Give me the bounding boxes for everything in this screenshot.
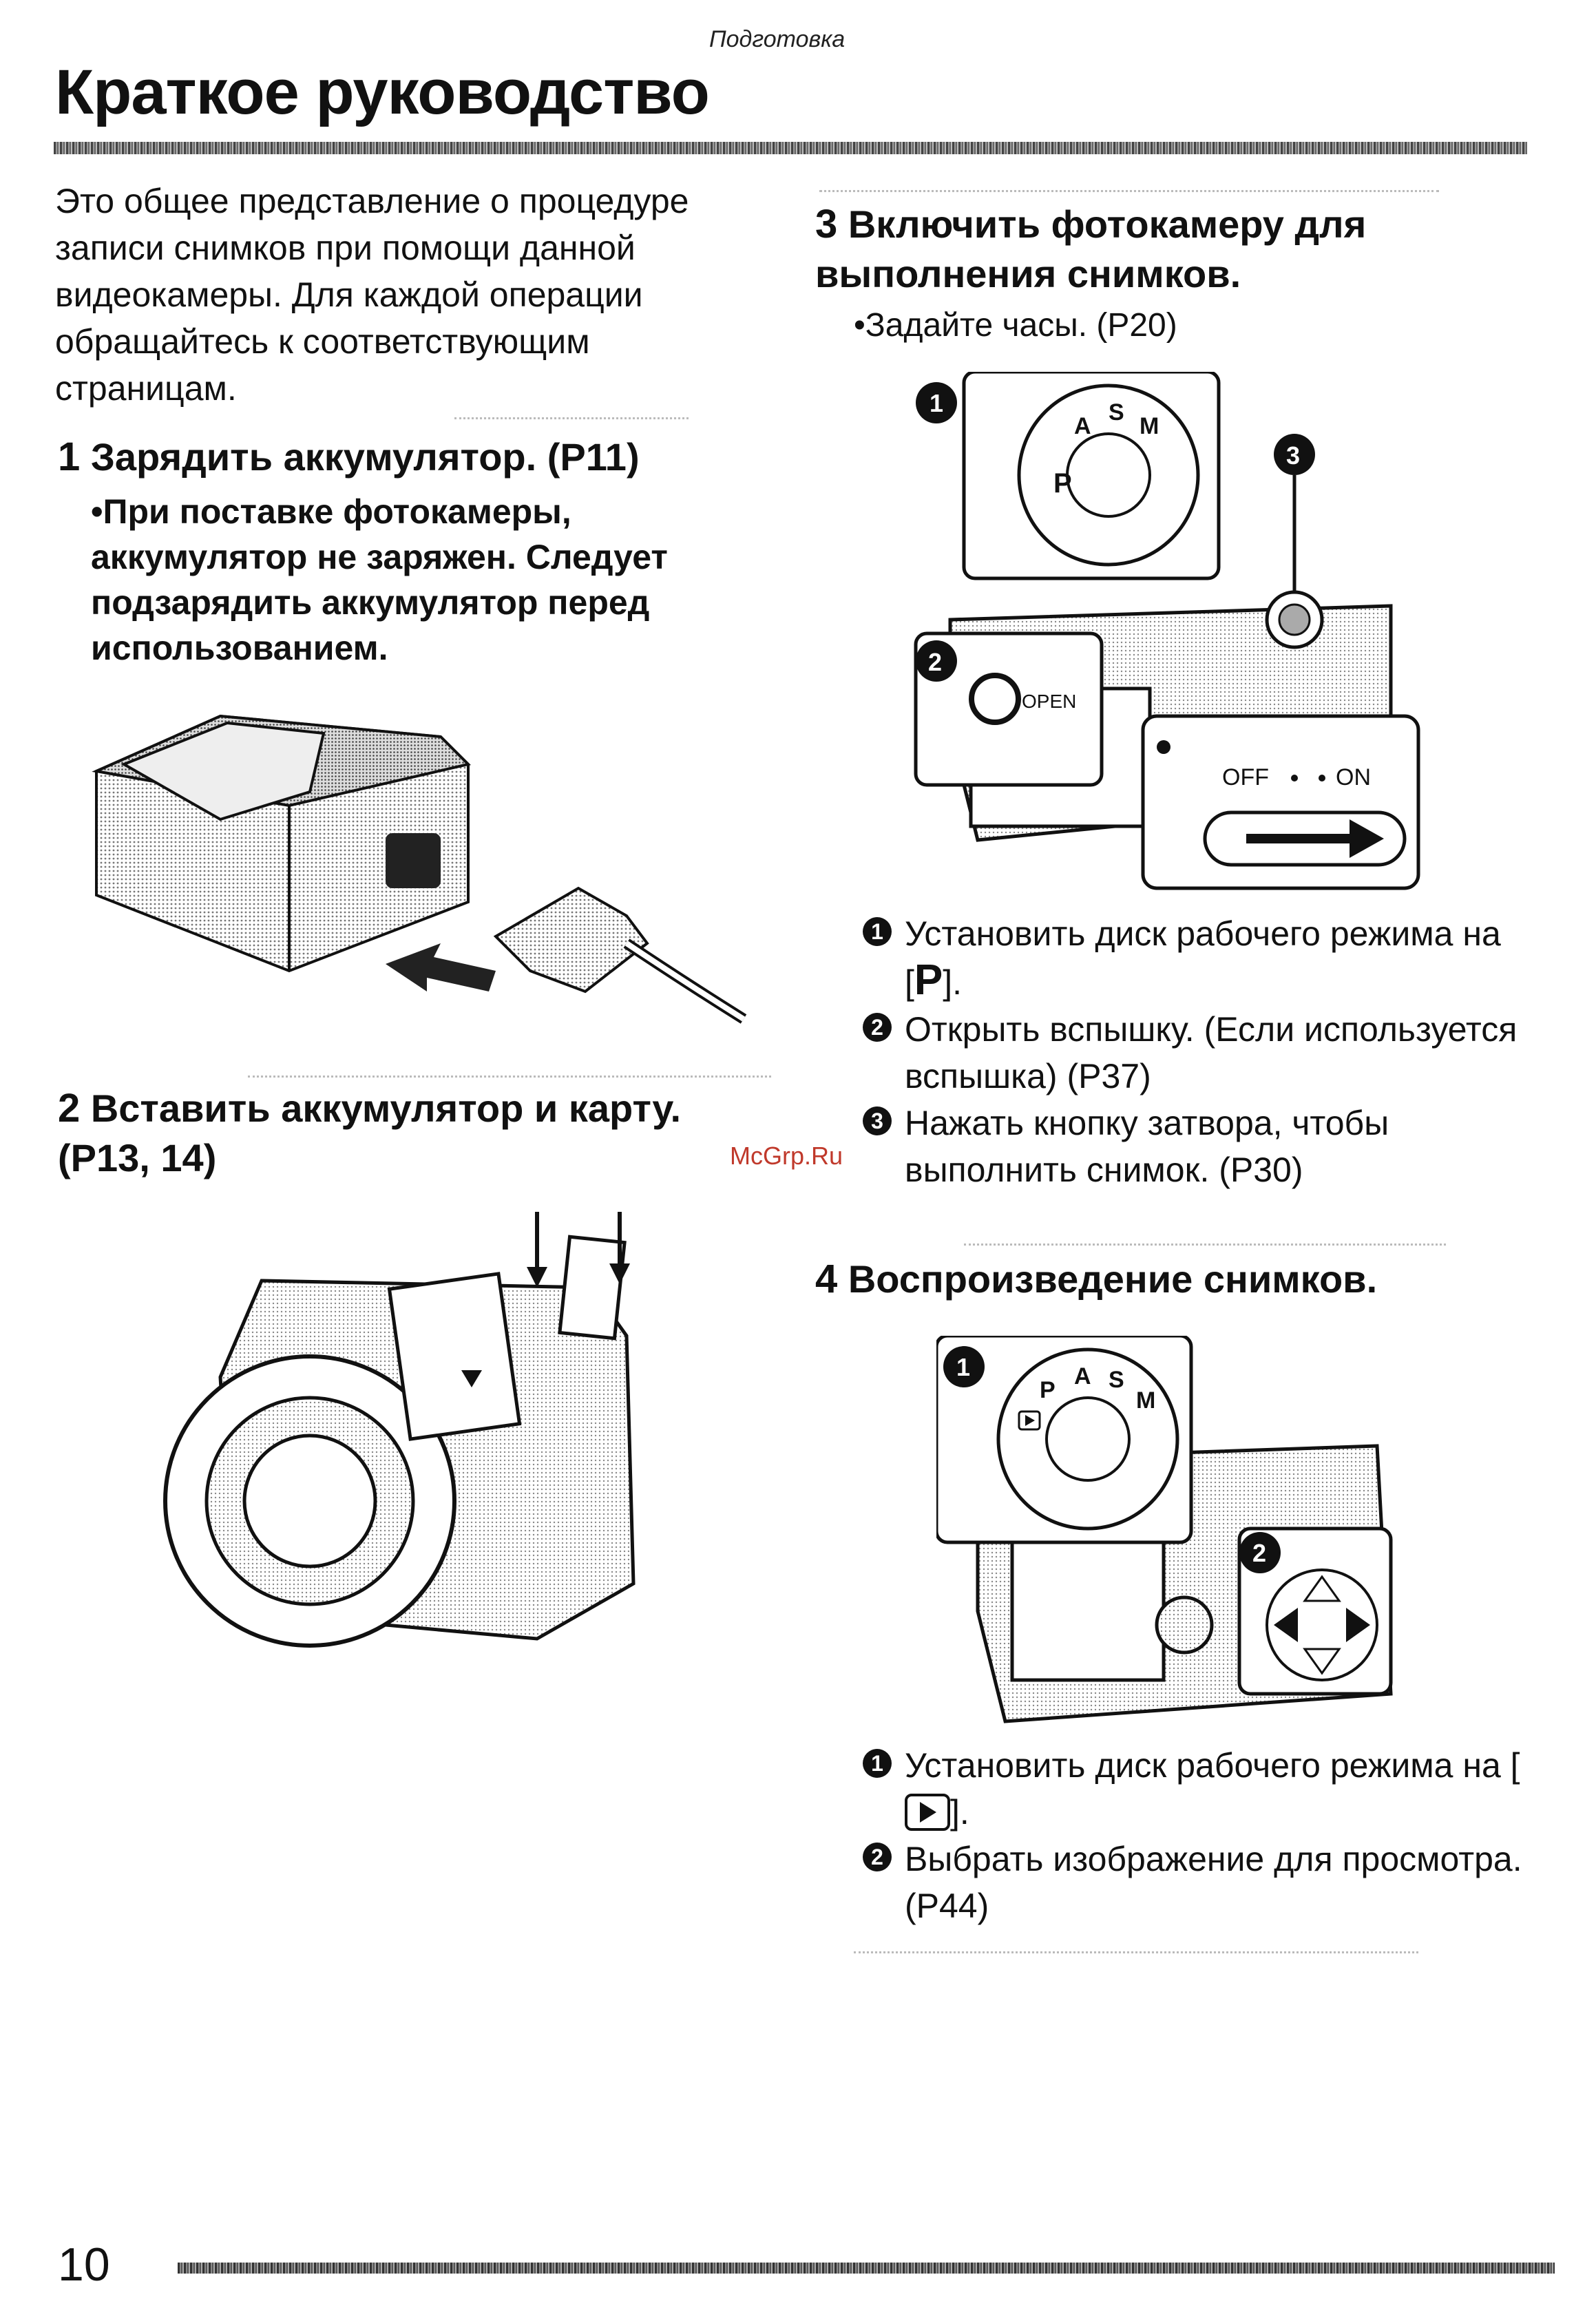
list-item-text: Открыть вспышку. (Если используется вспы…	[905, 1010, 1518, 1095]
step-1-note: •При поставке фотокамеры, аккумулятор не…	[91, 492, 668, 667]
svg-text:A: A	[1074, 413, 1091, 439]
step-number: 3	[815, 202, 838, 246]
number-marker: 2	[863, 1013, 892, 1042]
charger-illustration	[92, 714, 747, 1024]
number-marker: 1	[863, 917, 892, 946]
off-label: OFF	[1222, 764, 1269, 790]
cross-key-icon	[1266, 1568, 1378, 1681]
step-3-list: 1 Установить диск рабочего режима на [P]…	[850, 910, 1538, 1193]
divider	[854, 1951, 1418, 1956]
intro-paragraph: Это общее представление о процедуре запи…	[55, 182, 689, 408]
socket-icon	[386, 833, 441, 888]
footer-rule	[178, 2263, 1555, 2274]
page-number: 10	[58, 2238, 110, 2291]
svg-text:1: 1	[956, 1353, 970, 1381]
divider	[248, 1075, 771, 1080]
step-title: Вставить аккумулятор и карту. (P13, 14)	[58, 1087, 682, 1179]
list-item-text: Нажать кнопку затвора, чтобы выполнить с…	[905, 1104, 1389, 1189]
svg-text:S: S	[1109, 399, 1124, 426]
step-3-note: •Задайте часы. (P20)	[854, 307, 1177, 344]
mode-p-symbol: P	[914, 956, 943, 1004]
list-item: 1 Установить диск рабочего режима на [P]…	[850, 910, 1538, 1006]
number-marker: 1	[863, 1749, 892, 1778]
step-4-list: 1 Установить диск рабочего режима на [].…	[850, 1742, 1538, 1929]
card-icon	[558, 1235, 627, 1341]
step-number: 1	[58, 434, 81, 479]
step-title: Воспроизведение снимков.	[848, 1257, 1378, 1301]
list-item-text: Установить диск рабочего режима на [	[905, 1746, 1520, 1785]
number-marker: 3	[863, 1106, 892, 1135]
list-item-text: ].	[950, 1793, 969, 1832]
page-title: Краткое руководство	[55, 57, 710, 127]
step-4-heading: 4 Воспроизведение снимков.	[815, 1255, 1545, 1304]
list-item-text: ].	[943, 963, 963, 1002]
playback-mode-icon	[905, 1793, 950, 1831]
step-title: Включить фотокамеру для выполнения снимк…	[815, 202, 1367, 295]
arrow-icon	[386, 943, 496, 991]
divider	[964, 1244, 1446, 1248]
watermark: McGrp.Ru	[730, 1142, 843, 1170]
on-label: ON	[1336, 764, 1371, 790]
plug-icon	[493, 886, 649, 994]
list-item-text: Установить диск рабочего режима на [	[905, 914, 1501, 1002]
battery-icon	[387, 1272, 522, 1441]
svg-text:S: S	[1109, 1367, 1124, 1393]
divider	[819, 190, 1439, 195]
svg-text:1: 1	[930, 389, 943, 417]
svg-text:2: 2	[1252, 1539, 1266, 1567]
list-item: 1 Установить диск рабочего режима на [].	[850, 1742, 1538, 1836]
step-number: 2	[58, 1086, 81, 1131]
open-label: OPEN	[1022, 691, 1076, 712]
camera-power-illustration: P A S M 1 3 2 OPEN OFF ON	[914, 372, 1420, 890]
svg-text:P: P	[1040, 1377, 1056, 1403]
step-number: 4	[815, 1257, 838, 1301]
step-1-heading: 1 Зарядить аккумулятор. (P11)	[58, 432, 746, 482]
camera-playback-illustration: P A S M 1 2	[936, 1336, 1393, 1723]
section-label: Подготовка	[709, 26, 846, 52]
svg-text:M: M	[1136, 1387, 1155, 1414]
svg-text:3: 3	[1286, 441, 1300, 470]
list-item: 2 Открыть вспышку. (Если используется вс…	[850, 1006, 1538, 1100]
list-item: 2 Выбрать изображение для просмотра. (P4…	[850, 1836, 1538, 1929]
svg-text:A: A	[1074, 1363, 1091, 1389]
step-2-heading: 2 Вставить аккумулятор и карту. (P13, 14…	[58, 1084, 774, 1183]
svg-text:P: P	[1053, 468, 1072, 499]
battery-card-illustration	[163, 1212, 636, 1648]
svg-text:M: M	[1140, 413, 1159, 439]
list-item: 3 Нажать кнопку затвора, чтобы выполнить…	[850, 1100, 1538, 1193]
step-3-heading: 3 Включить фотокамеру для выполнения сни…	[815, 200, 1545, 299]
number-marker: 2	[863, 1843, 892, 1871]
svg-text:2: 2	[928, 648, 942, 676]
divider	[454, 417, 689, 422]
title-rule	[54, 142, 1527, 154]
step-title: Зарядить аккумулятор. (P11)	[90, 435, 640, 479]
list-item-text: Выбрать изображение для просмотра. (P44)	[905, 1840, 1522, 1925]
